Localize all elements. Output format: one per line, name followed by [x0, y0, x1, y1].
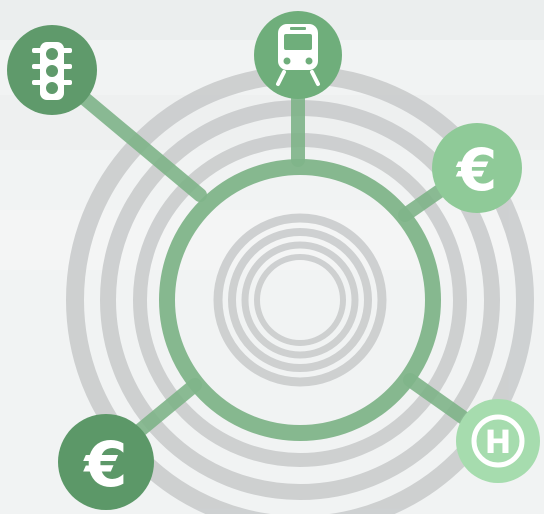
- node-circle: [456, 399, 540, 483]
- hospital-icon-ring: [471, 414, 525, 468]
- hospital-icon: H: [485, 423, 512, 461]
- ring: [254, 254, 346, 346]
- node-euro-bottom: €: [58, 414, 154, 510]
- train-icon: [276, 24, 320, 86]
- ring: [241, 241, 359, 359]
- hub-ring: [159, 159, 441, 441]
- node-circle: [432, 123, 522, 213]
- ring: [228, 228, 372, 372]
- euro-icon: €: [455, 136, 497, 204]
- euro-icon: €: [82, 428, 127, 501]
- node-euro-top: €: [432, 123, 522, 213]
- ring: [213, 213, 387, 387]
- node-train: [254, 11, 342, 99]
- node-traffic-light: [7, 25, 97, 115]
- node-hospital: H: [456, 399, 540, 483]
- traffic-light-icon: [32, 42, 72, 100]
- node-circle: [58, 414, 154, 510]
